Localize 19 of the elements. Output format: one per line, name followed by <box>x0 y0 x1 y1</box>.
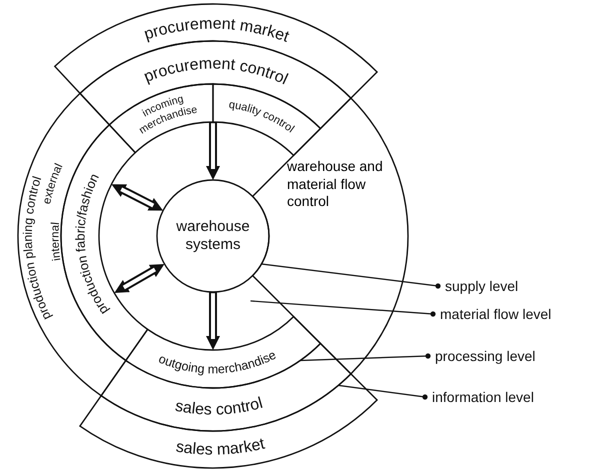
leader-line <box>261 263 441 289</box>
level-label: material flow level <box>433 305 552 323</box>
leader-line <box>338 384 428 400</box>
block-arrow <box>114 264 164 293</box>
leader-line <box>300 353 431 362</box>
segment-label: warehouse and material flow control <box>287 158 384 210</box>
level-label: processing level <box>428 347 536 365</box>
block-arrow <box>111 184 164 211</box>
segment-label: procurement control <box>142 55 290 88</box>
segment-label: procurement market <box>142 16 292 46</box>
level-label: information level <box>425 388 534 406</box>
block-arrow <box>206 292 220 350</box>
hub-label: warehouse systems <box>175 218 251 254</box>
leader-line <box>250 300 436 317</box>
segment-label: sales control <box>174 394 265 419</box>
level-label: supply level <box>438 277 518 295</box>
segment-label: sales market <box>174 436 266 459</box>
block-arrow <box>206 122 220 180</box>
segment-label: outgoing merchandise <box>156 348 278 376</box>
